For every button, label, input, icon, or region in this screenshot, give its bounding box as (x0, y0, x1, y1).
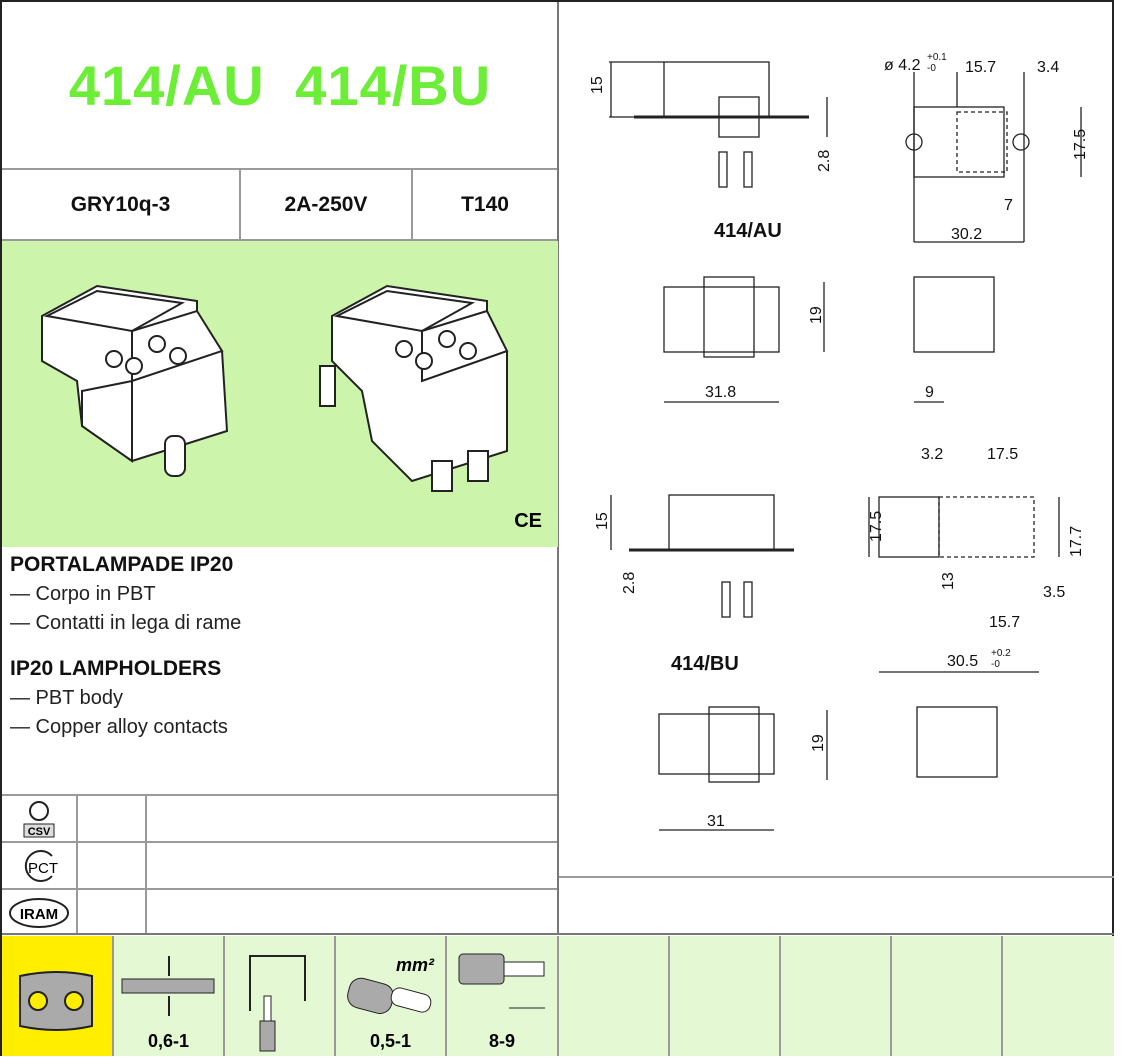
divider (145, 794, 147, 934)
product-title: 414/AU 414/BU (68, 53, 492, 117)
divider (2, 841, 557, 843)
svg-text:CSV: CSV (28, 826, 51, 838)
svg-text:31: 31 (707, 813, 725, 830)
panel-thickness-icon (121, 956, 215, 1016)
svg-text:7: 7 (1004, 197, 1013, 214)
svg-text:+0.1: +0.1 (927, 52, 947, 63)
contact-terminal-cell (2, 936, 114, 1056)
svg-text:3.4: 3.4 (1037, 59, 1059, 76)
divider (2, 239, 557, 241)
svg-text:3.2: 3.2 (921, 446, 943, 463)
divider (557, 2, 559, 934)
svg-text:30.5: 30.5 (947, 653, 978, 670)
wire-insertion-cell (225, 936, 336, 1056)
svg-text:13: 13 (940, 572, 957, 590)
en-heading: IP20 LAMPHOLDERS (10, 657, 222, 680)
wire-section-value: 0,5-1 (369, 1031, 412, 1051)
spec-temperature: T140 (461, 193, 509, 216)
terminal-plate-icon (19, 971, 93, 1031)
svg-text:2.8: 2.8 (816, 150, 833, 172)
empty-cell (559, 936, 670, 1056)
svg-text:30.2: 30.2 (951, 226, 982, 243)
divider (76, 794, 78, 934)
cert-csv: CSV (2, 796, 76, 842)
cert-iram: IRAM (2, 890, 76, 936)
it-heading: PORTALAMPADE IP20 (10, 553, 234, 576)
svg-text:-0: -0 (927, 63, 936, 74)
spec-base: GRY10q-3 (70, 193, 171, 216)
ce-mark: CE (514, 510, 542, 532)
svg-text:2.8: 2.8 (621, 572, 638, 594)
svg-text:15.7: 15.7 (965, 59, 996, 76)
wire-section-icon: mm² (347, 955, 435, 1014)
svg-text:17.5: 17.5 (987, 446, 1018, 463)
technical-drawings: 414/AU 414/BU 15 2.8 ø 4.2 +0.1 -0 15.7 … (589, 52, 1089, 831)
spec-rating: 2A-250V (284, 193, 368, 216)
svg-text:19: 19 (808, 306, 825, 324)
svg-text:IRAM: IRAM (20, 906, 58, 923)
svg-text:17.7: 17.7 (1068, 526, 1085, 557)
description: PORTALAMPADE IP20 — Corpo in PBT — Conta… (10, 550, 550, 742)
svg-text:PCT: PCT (28, 860, 58, 877)
imq-csv-icon: CSV (23, 801, 55, 838)
svg-text:17.5: 17.5 (868, 511, 885, 542)
en-item: — Copper alloy contacts (10, 716, 228, 738)
divider (559, 876, 1114, 878)
iram-icon: IRAM (9, 898, 69, 928)
empty-cell (781, 936, 892, 1056)
svg-text:mm²: mm² (396, 955, 435, 975)
it-item: — Contatti in lega di rame (10, 612, 242, 634)
en-item: — PBT body (10, 687, 124, 709)
bu-label: 414/BU (671, 653, 739, 675)
strip-length-cell: 8-9 (447, 936, 559, 1056)
wire-section-cell: mm² 0,5-1 (336, 936, 447, 1056)
svg-text:31.8: 31.8 (705, 384, 736, 401)
gost-pct-icon: PCT (24, 850, 58, 882)
lampholder-illustration (41, 284, 509, 492)
divider (411, 168, 413, 240)
cert-pct: PCT (2, 843, 76, 889)
strip-length-icon (458, 953, 545, 1009)
wire-insertion-icon (249, 955, 306, 1052)
svg-text:-0: -0 (991, 659, 1000, 670)
strip-length-value: 8-9 (488, 1031, 515, 1051)
au-label: 414/AU (714, 220, 782, 242)
svg-text:15: 15 (594, 512, 611, 530)
divider (2, 888, 557, 890)
empty-cell (892, 936, 1003, 1056)
empty-cell (1003, 936, 1114, 1056)
panel-thickness-cell: 0,6-1 (114, 936, 225, 1056)
it-item: — Corpo in PBT (10, 583, 156, 605)
product-photo: CE (2, 241, 558, 547)
svg-text:19: 19 (810, 734, 827, 752)
svg-text:15.7: 15.7 (989, 614, 1020, 631)
svg-text:17.5: 17.5 (1072, 129, 1089, 160)
divider (239, 168, 241, 240)
svg-text:15: 15 (589, 76, 606, 94)
svg-text:3.5: 3.5 (1043, 584, 1065, 601)
divider (2, 933, 1114, 935)
empty-cell (670, 936, 781, 1056)
divider (2, 168, 557, 170)
svg-text:9: 9 (925, 384, 934, 401)
svg-text:ø 4.2: ø 4.2 (884, 57, 921, 74)
svg-text:+0.2: +0.2 (991, 648, 1011, 659)
divider (2, 794, 557, 796)
panel-thickness-value: 0,6-1 (147, 1031, 190, 1051)
